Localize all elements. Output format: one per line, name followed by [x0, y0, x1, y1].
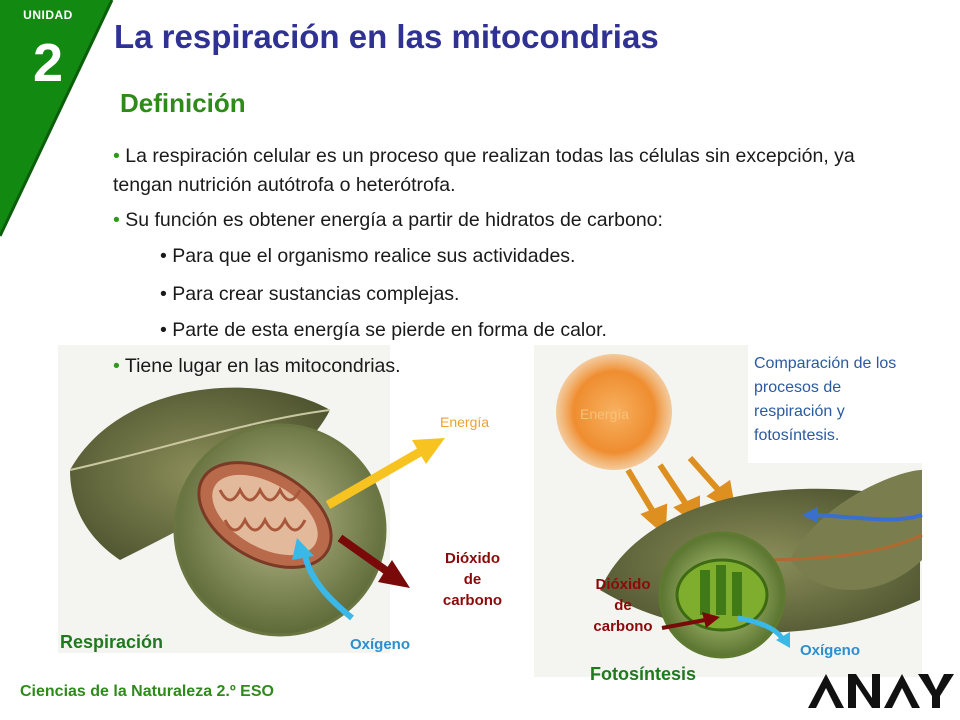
photosynthesis-co2-label: Dióxido de carbono [578, 574, 668, 637]
sub-bullet-heat-loss: • Parte de esta energía se pierde en for… [160, 316, 607, 345]
photosynthesis-oxygen-label: Oxígeno [800, 642, 861, 659]
respiration-energy-label: Energía [440, 414, 490, 430]
bullet-text: Para que el organismo realice sus activi… [172, 245, 576, 267]
respiration-title: Respiración [60, 632, 164, 652]
co2-arrow [337, 534, 410, 588]
bullet-dot: • [160, 283, 173, 305]
bullet-respiration-definition: • La respiración celular es un proceso q… [113, 142, 873, 200]
section-title: Definición [120, 88, 246, 118]
sub-bullet-complex-substances: • Para crear sustancias complejas. [160, 280, 459, 309]
figure-caption: Comparación de los procesos de respiraci… [754, 355, 897, 444]
bullet-text: Para crear sustancias complejas. [172, 283, 460, 305]
co2-label-line: de [463, 571, 482, 588]
co2-label-line: carbono [593, 618, 653, 635]
photosynthesis-energy-label: Energía [580, 406, 630, 422]
bullet-dot: • [113, 209, 126, 231]
oxygen-arrow-2 [737, 615, 790, 648]
bullet-location: • Tiene lugar en las mitocondrias. [113, 352, 401, 381]
energy-arrow [325, 438, 445, 509]
page-title: La respiración en las mitocondrias [114, 18, 659, 55]
unit-label: UNIDAD [23, 8, 73, 22]
co2-label-line: de [614, 597, 632, 614]
bullet-dot: • [113, 145, 126, 167]
sub-bullet-activities: • Para que el organismo realice sus acti… [160, 242, 575, 271]
bullet-text: Parte de esta energía se pierde en forma… [172, 319, 607, 341]
bullet-text: La respiración celular es un proceso que… [113, 145, 855, 196]
co2-label-line: carbono [442, 592, 503, 609]
bullet-text: Su función es obtener energía a partir d… [125, 209, 663, 231]
sun-image [556, 354, 672, 470]
bullet-dot: • [113, 355, 125, 377]
oxygen-arrow [292, 538, 354, 621]
photosynthesis-title: Fotosíntesis [590, 664, 697, 684]
bullet-dot: • [160, 319, 173, 341]
bullet-dot: • [160, 245, 173, 267]
anaya-logo [808, 674, 954, 708]
unit-banner [0, 0, 114, 237]
footer-text: Ciencias de la Naturaleza 2.º ESO [20, 683, 274, 700]
respiration-oxygen-label: Oxígeno [350, 636, 411, 653]
chloroplast-image [675, 558, 769, 632]
bullet-text: Tiene lugar en las mitocondrias. [124, 355, 401, 377]
respiration-co2-label: Dióxido de carbono [425, 548, 520, 611]
bullet-function: • Su función es obtener energía a partir… [113, 206, 873, 235]
co2-label-line: Dióxido [595, 576, 651, 593]
co2-label-line: Dióxido [445, 550, 500, 567]
unit-number: 2 [32, 33, 64, 93]
co2-arrow-2 [661, 612, 720, 630]
